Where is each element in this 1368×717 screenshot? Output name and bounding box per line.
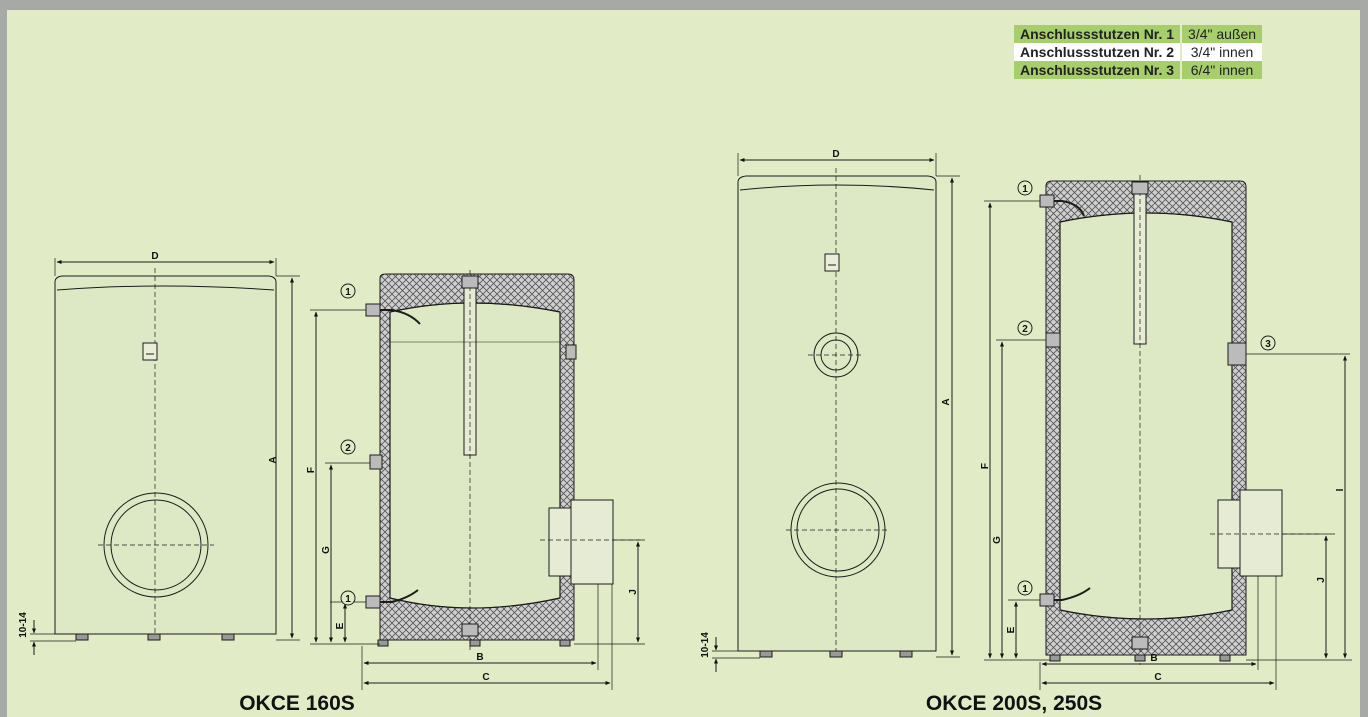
okce160-section-view xyxy=(365,270,640,650)
connection-marker-1-right: 1 xyxy=(1022,184,1028,195)
legend-name-2: Anschlussstutzen Nr. 2 xyxy=(1014,43,1183,61)
legend-value-2: 3/4" innen xyxy=(1181,43,1263,61)
connection-marker-2-left: 2 xyxy=(345,443,351,454)
dim-label-foot-left: 10-14 xyxy=(18,612,29,638)
connection-legend: Anschlussstutzen Nr. 1 3/4" außen Anschl… xyxy=(1014,25,1263,79)
legend-row-2: Anschlussstutzen Nr. 2 3/4" innen xyxy=(1014,43,1263,61)
connection-marker-1b-left: 1 xyxy=(345,594,351,605)
dim-label-e-left: E xyxy=(335,622,346,629)
dim-label-d-right: D xyxy=(832,149,839,160)
legend-row-3: Anschlussstutzen Nr. 3 6/4" innen xyxy=(1014,61,1263,79)
dim-label-d-left: D xyxy=(151,251,158,262)
legend-name-3: Anschlussstutzen Nr. 3 xyxy=(1014,61,1183,79)
dim-label-c-right: C xyxy=(1154,672,1161,683)
dim-label-a-left: A xyxy=(268,456,279,463)
dim-label-f-right: F xyxy=(980,463,991,469)
dim-label-c-left: C xyxy=(482,672,489,683)
okce200-exterior-view xyxy=(737,168,937,658)
dim-label-f-left: F xyxy=(306,467,317,473)
model-title-right: OKCE 200S, 250S xyxy=(926,692,1102,715)
legend-value-1: 3/4" außen xyxy=(1181,25,1263,43)
dim-label-g-right: G xyxy=(992,536,1003,544)
legend-name-1: Anschlussstutzen Nr. 1 xyxy=(1014,25,1183,43)
dim-label-g-left: G xyxy=(321,546,332,554)
dim-label-a-right: A xyxy=(941,398,952,405)
okce160-exterior-view xyxy=(54,268,277,641)
connection-marker-1b-right: 1 xyxy=(1022,584,1028,595)
dim-label-foot-right: 10-14 xyxy=(700,632,711,658)
dim-label-i-right: I xyxy=(1335,488,1346,491)
dim-label-j-right: J xyxy=(1316,577,1327,583)
okce200-section-view xyxy=(1039,175,1320,665)
dim-label-j-left: J xyxy=(628,589,639,595)
connection-marker-1-left: 1 xyxy=(345,287,351,298)
dim-label-b-left: B xyxy=(476,652,483,663)
model-title-left: OKCE 160S xyxy=(239,692,355,715)
connection-marker-3-right: 3 xyxy=(1265,339,1271,350)
legend-value-3: 6/4" innen xyxy=(1181,61,1263,79)
connection-marker-2-right: 2 xyxy=(1022,324,1028,335)
dim-label-e-right: E xyxy=(1006,626,1017,633)
legend-row-1: Anschlussstutzen Nr. 1 3/4" außen xyxy=(1014,25,1263,43)
dim-label-b-right: B xyxy=(1150,653,1157,664)
